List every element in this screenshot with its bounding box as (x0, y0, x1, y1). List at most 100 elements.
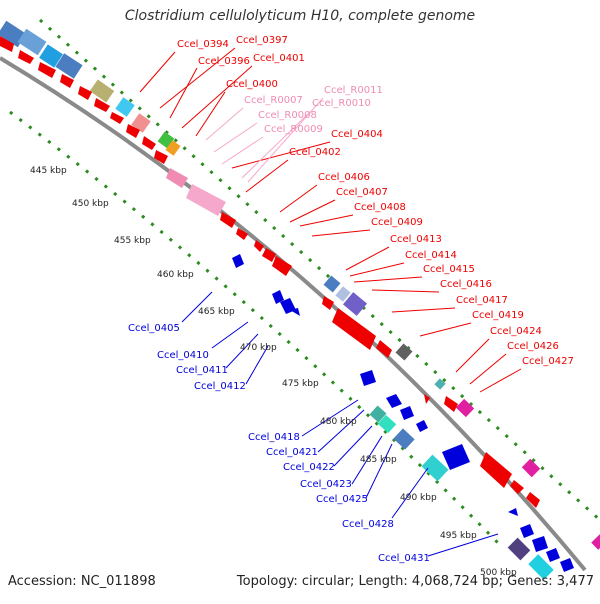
leader-line (159, 47, 236, 109)
topology-text: Topology: circular; Length: 4,068,724 bp… (236, 574, 594, 589)
reverse-gene (532, 536, 548, 552)
cog-block (323, 275, 341, 293)
map-title: Clostridium cellulolyticum H10, complete… (124, 8, 476, 24)
gene-label-forward: Ccel_0414 (405, 250, 457, 261)
forward-gene (154, 150, 168, 164)
gene-label-forward: Ccel_0427 (522, 356, 574, 367)
leader-line (279, 184, 318, 213)
forward-gene (220, 212, 236, 228)
gene-label-forward: Ccel_0415 (423, 264, 475, 275)
gene-label-forward: Ccel_0401 (253, 53, 305, 64)
gene-label-reverse: Ccel_0412 (194, 381, 246, 392)
ruler-tick-label: 445 kbp (30, 166, 67, 176)
cog-block (342, 292, 368, 316)
ruler-tick-label: 460 kbp (157, 270, 194, 280)
gene-label-rna: Ccel_R0010 (312, 98, 371, 109)
forward-gene (78, 86, 92, 100)
cog-block (377, 414, 397, 434)
leader-line (371, 289, 440, 293)
forward-gene (236, 228, 248, 240)
forward-gene (424, 394, 430, 404)
gene-label-forward: Ccel_0409 (371, 217, 423, 228)
cog-block (507, 537, 531, 561)
cog-block (591, 534, 600, 550)
gene-label-forward: Ccel_0406 (318, 172, 370, 183)
gene-label-forward: Ccel_0413 (390, 234, 442, 245)
forward-gene (254, 240, 264, 252)
gene-label-reverse: Ccel_0431 (378, 553, 430, 564)
leader-line (211, 321, 249, 349)
gene-label-forward: Ccel_0404 (331, 129, 383, 140)
cog-block (421, 454, 449, 482)
gene-label-forward: Ccel_0408 (354, 202, 406, 213)
reverse-gene (272, 290, 284, 304)
cog-block (55, 53, 83, 79)
forward-gene (322, 296, 334, 310)
gene-label-forward: Ccel_0407 (336, 187, 388, 198)
cog-block (39, 44, 63, 68)
leader-line (195, 91, 226, 137)
rna-gene (186, 184, 226, 216)
gene-label-rna: Ccel_R0008 (258, 110, 317, 121)
forward-gene (18, 50, 34, 64)
leader-line (427, 533, 499, 557)
leader-line (353, 276, 423, 283)
forward-gene (262, 248, 276, 262)
rna-gene (166, 168, 188, 188)
leader-line (205, 107, 244, 141)
reverse-gene (560, 558, 574, 572)
forward-gene (510, 480, 524, 494)
leader-line (349, 262, 405, 277)
forward-gene (126, 124, 140, 138)
leader-line (139, 51, 176, 93)
leader-line (299, 214, 354, 227)
forward-gene (0, 36, 14, 52)
cog-block (89, 79, 115, 103)
reverse-gene (232, 254, 244, 268)
leader-line (245, 345, 269, 385)
leader-line (419, 322, 472, 337)
reverse-strand-track (232, 254, 574, 580)
forward-gene (110, 112, 124, 124)
leader-line (241, 110, 312, 179)
reverse-gene (416, 420, 428, 432)
cog-block (521, 458, 541, 478)
leader-line (317, 409, 365, 453)
reverse-gene (400, 406, 414, 420)
leader-line (311, 229, 371, 237)
gene-label-forward: Ccel_0419 (472, 310, 524, 321)
gene-label-reverse: Ccel_0418 (248, 432, 300, 443)
gene-label-forward: Ccel_0397 (236, 35, 288, 46)
gene-label-forward: Ccel_0416 (440, 279, 492, 290)
gene-label-forward: Ccel_0394 (177, 39, 229, 50)
ruler-tick-label: 480 kbp (320, 417, 357, 427)
cog-block (528, 554, 554, 580)
label-leader-lines (139, 47, 522, 557)
forward-gene (38, 62, 56, 78)
cog-block (434, 378, 446, 390)
leader-line (181, 65, 253, 129)
leader-line (333, 425, 373, 467)
outer-guide-ring (39, 18, 600, 522)
ruler-tick-label: 475 kbp (282, 379, 319, 389)
leader-line (479, 368, 522, 393)
forward-strand-track (0, 36, 540, 508)
forward-gene (526, 492, 540, 508)
gene-label-reverse: Ccel_0422 (283, 462, 335, 473)
leader-line (289, 199, 336, 223)
leader-line (221, 136, 264, 165)
leader-line (391, 307, 456, 313)
forward-gene (94, 98, 110, 112)
cog-block (455, 398, 475, 418)
gene-label-reverse: Ccel_0405 (128, 323, 180, 334)
ruler-tick-label: 450 kbp (72, 199, 109, 209)
leader-line (225, 333, 259, 369)
leader-line (301, 399, 359, 437)
gene-label-reverse: Ccel_0423 (300, 479, 352, 490)
ruler-tick-label: 490 kbp (400, 493, 437, 503)
ruler-tick-label: 455 kbp (114, 236, 151, 246)
ruler-tick-label: 485 kbp (360, 455, 397, 465)
reverse-gene (360, 370, 376, 386)
